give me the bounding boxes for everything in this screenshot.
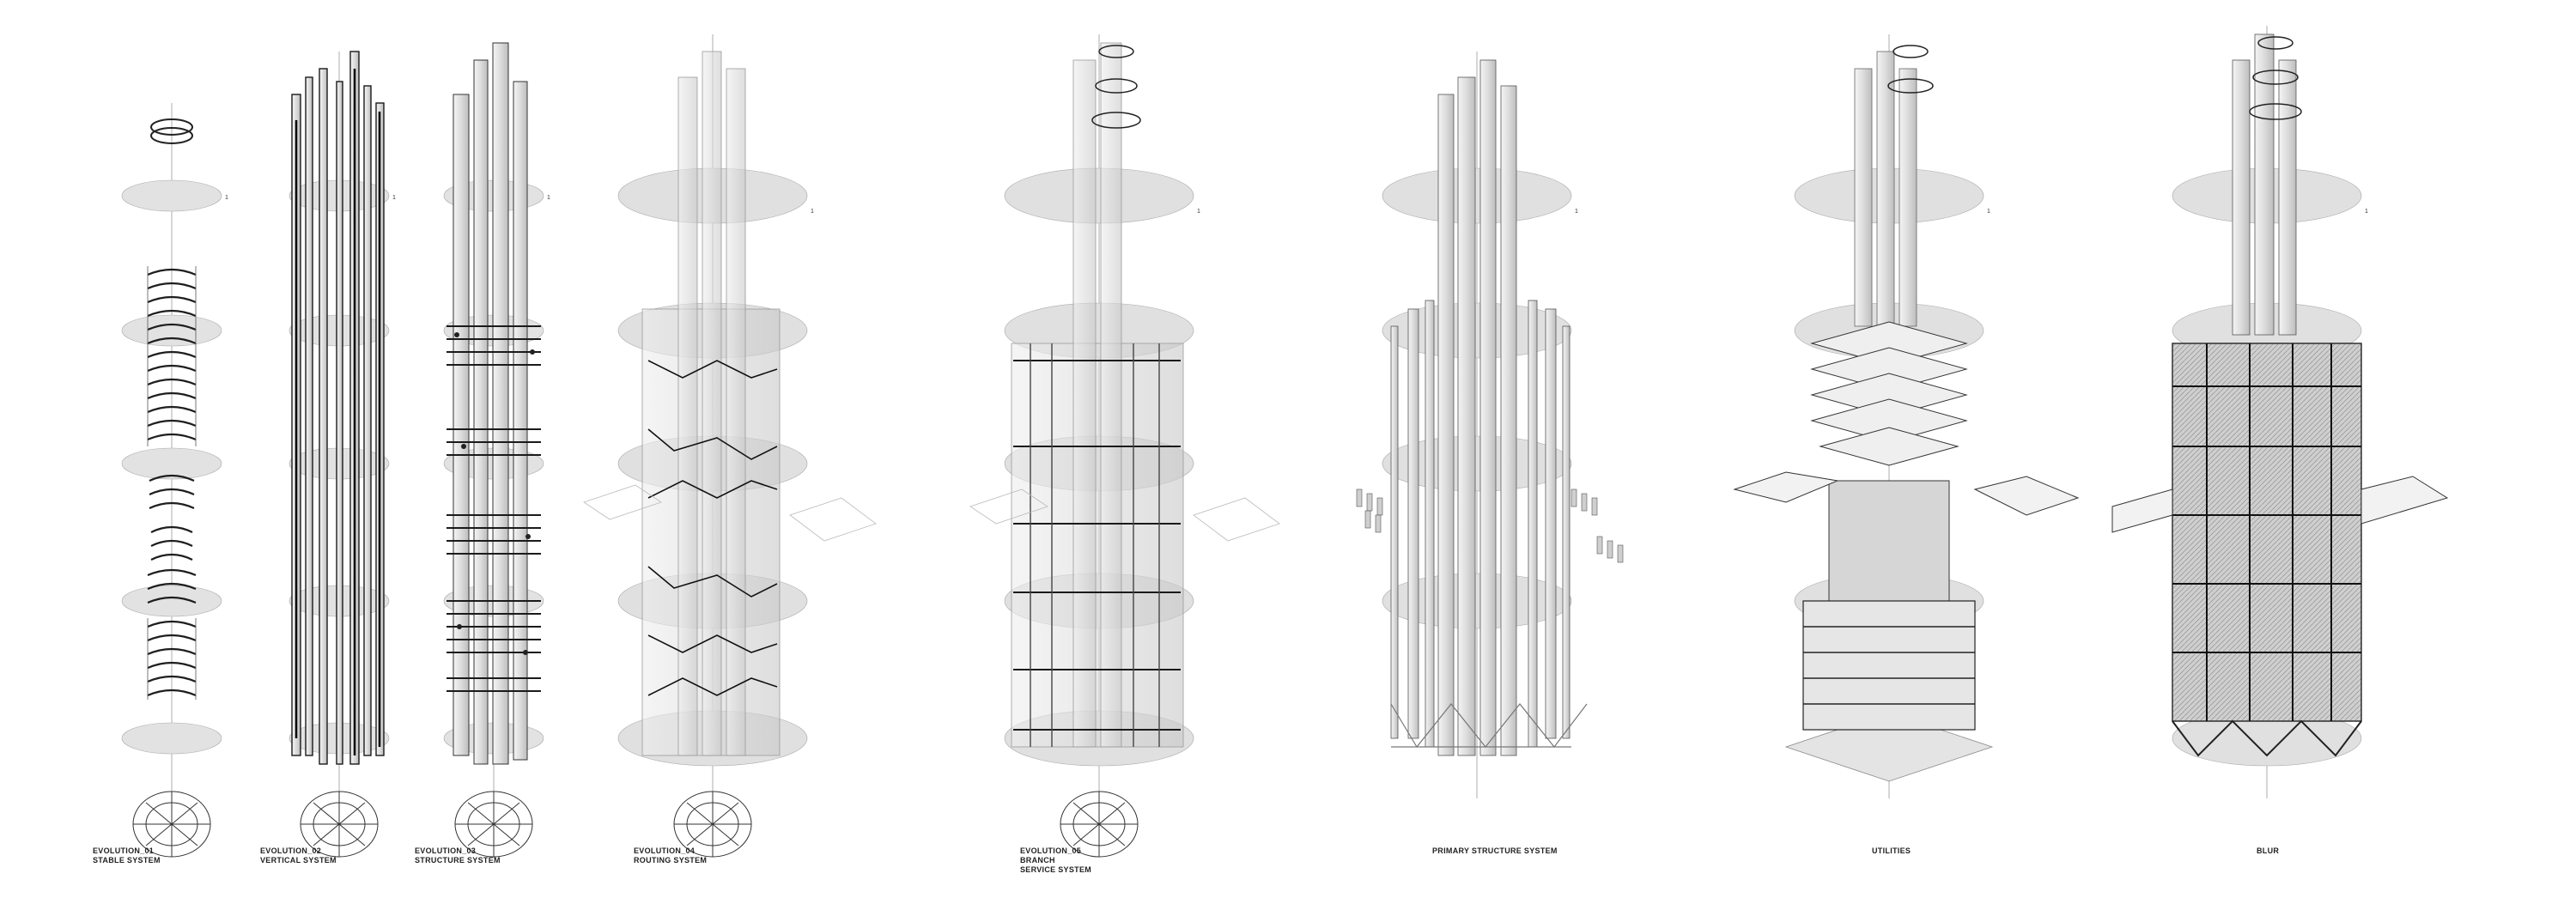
caption-line: EVOLUTION_03 <box>415 846 477 855</box>
caption-evolution-03: EVOLUTION_03 STRUCTURE SYSTEM <box>415 846 501 865</box>
floor-plan-01 <box>132 791 211 858</box>
caption-blur: BLUR <box>2257 846 2279 856</box>
caption-primary-structure: PRIMARY STRUCTURE SYSTEM <box>1432 846 1558 856</box>
caption-line: UTILITIES <box>1872 846 1911 855</box>
caption-line: VERTICAL SYSTEM <box>260 856 337 864</box>
tower-primary-structure <box>1356 52 1624 798</box>
floor-plan-05 <box>1060 791 1139 858</box>
caption-line: ROUTING SYSTEM <box>634 856 708 864</box>
tower-blur <box>2111 26 2449 798</box>
floor-plan-02 <box>300 791 379 858</box>
caption-line: EVOLUTION_05 <box>1020 846 1082 855</box>
level-mark: 1 <box>811 209 814 215</box>
caption-line: BLUR <box>2257 846 2280 855</box>
tower-evolution-03 <box>443 42 544 798</box>
caption-line: BRANCH <box>1020 856 1055 864</box>
caption-line: STRUCTURE SYSTEM <box>415 856 501 864</box>
level-mark: 1 <box>1197 209 1200 215</box>
caption-evolution-02: EVOLUTION_02 VERTICAL SYSTEM <box>260 846 337 865</box>
tower-utilities <box>1733 34 2080 798</box>
level-marks: 1 1 1 1 1 1 1 1 <box>225 195 2368 215</box>
level-mark: 1 <box>547 195 550 201</box>
caption-evolution-05: EVOLUTION_05 BRANCH SERVICE SYSTEM <box>1020 846 1091 875</box>
caption-line: EVOLUTION_04 <box>634 846 696 855</box>
caption-line: EVOLUTION_02 <box>260 846 322 855</box>
tower-evolution-02 <box>289 51 390 798</box>
level-mark: 1 <box>1987 209 1990 215</box>
floor-plan-04 <box>673 791 752 858</box>
level-mark: 1 <box>2365 209 2368 215</box>
level-mark: 1 <box>225 195 228 201</box>
level-mark: 1 <box>392 195 396 201</box>
tower-evolution-04 <box>583 34 877 798</box>
tower-evolution-05 <box>969 34 1280 798</box>
caption-line: SERVICE SYSTEM <box>1020 865 1092 874</box>
level-mark: 1 <box>1575 209 1578 215</box>
caption-utilities: UTILITIES <box>1872 846 1911 856</box>
floor-plan-03 <box>454 791 533 858</box>
caption-line: STABLE SYSTEM <box>93 856 161 864</box>
caption-evolution-01: EVOLUTION_01 STABLE SYSTEM <box>93 846 161 865</box>
caption-line: EVOLUTION_01 <box>93 846 155 855</box>
floor-plans <box>132 791 1139 858</box>
caption-evolution-04: EVOLUTION_04 ROUTING SYSTEM <box>634 846 707 865</box>
caption-line: PRIMARY STRUCTURE SYSTEM <box>1432 846 1558 855</box>
tower-evolution-01 <box>121 103 222 798</box>
